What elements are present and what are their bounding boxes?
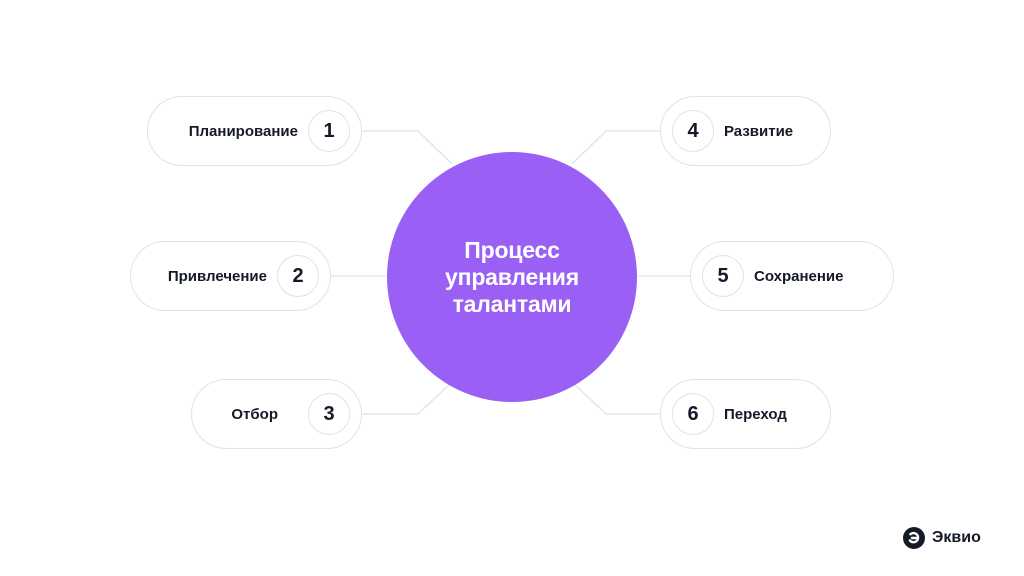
step-node-2: Привлечение 2 [130,241,331,311]
step-label-1: Планирование [188,122,298,140]
step-label-6: Переход [724,405,787,423]
connector-line-1 [362,130,453,165]
step-node-6: 6 Переход [660,379,831,449]
ekvio-logo-icon [903,527,925,549]
step-number-1: 1 [308,110,350,152]
step-number-6: 6 [672,393,714,435]
center-topic-label: Процесс управления талантами [445,236,579,317]
center-topic-circle: Процесс управления талантами [387,152,637,402]
step-label-3: Отбор [231,405,278,423]
brand-name: Эквио [932,529,981,546]
step-label-4: Развитие [724,122,794,140]
step-number-4: 4 [672,110,714,152]
step-number-5: 5 [702,255,744,297]
connector-line-4 [571,130,660,165]
connector-line-6 [571,381,660,415]
step-number-2: 2 [277,255,319,297]
step-label-2: Привлечение [167,267,267,285]
step-label-5: Сохранение [754,267,844,285]
connector-line-3 [362,381,453,415]
step-node-3: Отбор 3 [191,379,362,449]
step-number-3: 3 [308,393,350,435]
step-node-5: 5 Сохранение [690,241,894,311]
brand-logo: Эквио [903,525,981,551]
step-node-1: Планирование 1 [147,96,362,166]
step-node-4: 4 Развитие [660,96,831,166]
